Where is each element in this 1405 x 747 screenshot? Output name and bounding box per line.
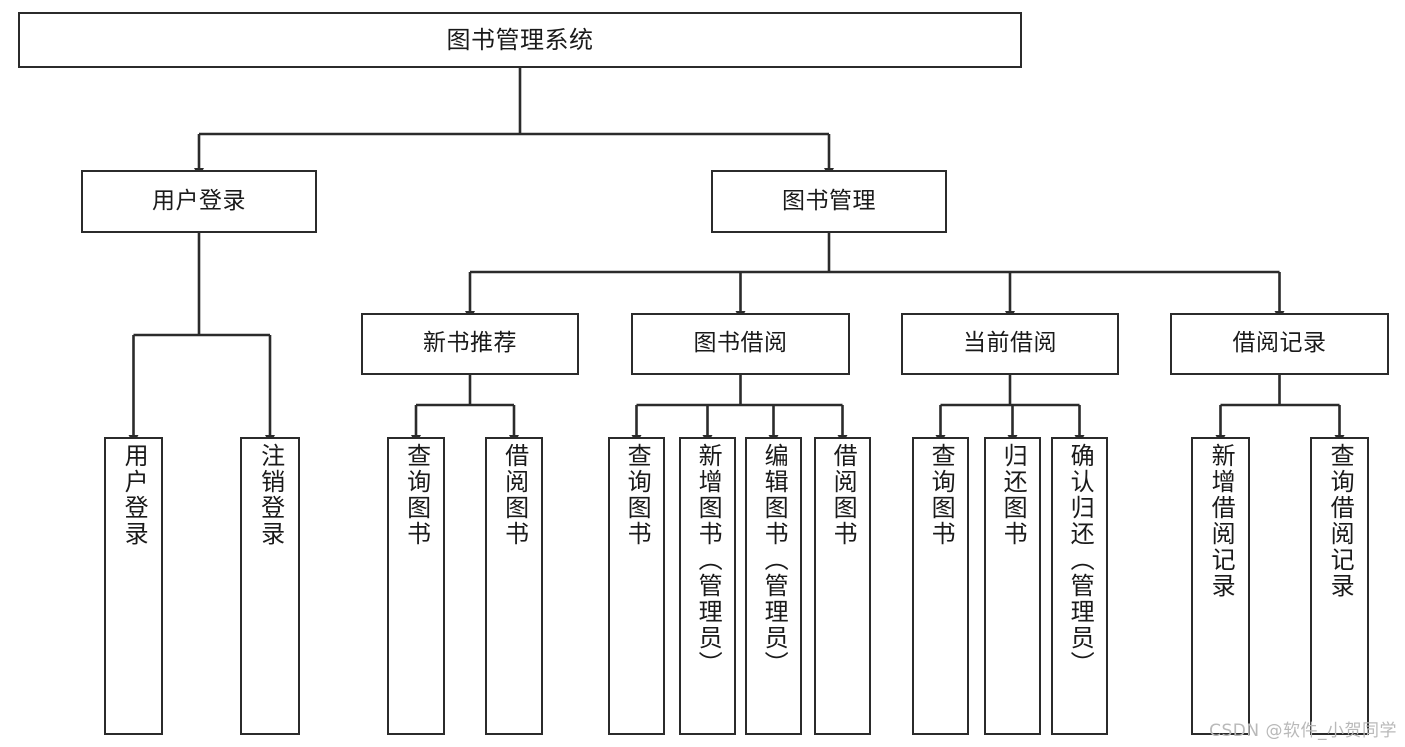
leaf-add-book-admin[interactable]: 新增图书（管理员） <box>679 437 736 735</box>
leaf-confirm-return-admin[interactable]: 确认归还（管理员） <box>1051 437 1108 735</box>
node-user-login[interactable]: 用户登录 <box>81 170 317 233</box>
leaf-return-book[interactable]: 归还图书 <box>984 437 1041 735</box>
node-label: 归还图书 <box>999 443 1028 547</box>
node-book-management[interactable]: 图书管理 <box>711 170 947 233</box>
node-current-borrow[interactable]: 当前借阅 <box>901 313 1119 375</box>
node-label: 查询图书 <box>402 443 431 547</box>
node-label: 查询图书 <box>927 443 956 547</box>
node-label: 确认归还（管理员） <box>1066 443 1095 677</box>
node-label: 当前借阅 <box>963 330 1057 357</box>
node-label: 新书推荐 <box>423 330 517 357</box>
node-label: 借阅记录 <box>1232 330 1327 357</box>
node-root[interactable]: 图书管理系统 <box>18 12 1022 68</box>
node-label: 用户登录 <box>152 187 246 214</box>
watermark: CSDN @软件_小贺同学 <box>1209 721 1397 741</box>
node-borrow-record[interactable]: 借阅记录 <box>1170 313 1389 375</box>
node-label: 编辑图书（管理员） <box>760 443 789 677</box>
leaf-borrow-book[interactable]: 借阅图书 <box>814 437 871 735</box>
leaf-query-book-current[interactable]: 查询图书 <box>912 437 969 735</box>
leaf-edit-book-admin[interactable]: 编辑图书（管理员） <box>745 437 802 735</box>
node-label: 新增借阅记录 <box>1207 443 1236 599</box>
node-book-borrow[interactable]: 图书借阅 <box>631 313 850 375</box>
node-label: 新增图书（管理员） <box>694 443 723 677</box>
node-label: 用户登录 <box>120 443 149 547</box>
node-label: 图书借阅 <box>693 330 788 357</box>
leaf-borrow-book-recommend[interactable]: 借阅图书 <box>485 437 543 735</box>
leaf-add-borrow-record[interactable]: 新增借阅记录 <box>1191 437 1250 735</box>
node-label: 图书管理系统 <box>446 25 594 54</box>
node-label: 查询图书 <box>623 443 652 547</box>
node-label: 查询借阅记录 <box>1326 443 1355 599</box>
node-label: 图书管理 <box>782 187 876 214</box>
leaf-logout[interactable]: 注销登录 <box>240 437 300 735</box>
node-label: 借阅图书 <box>500 443 529 547</box>
node-label: 借阅图书 <box>829 443 858 547</box>
node-new-book-recommend[interactable]: 新书推荐 <box>361 313 579 375</box>
leaf-query-book-borrow[interactable]: 查询图书 <box>608 437 665 735</box>
leaf-user-login[interactable]: 用户登录 <box>104 437 163 735</box>
leaf-query-borrow-record[interactable]: 查询借阅记录 <box>1310 437 1369 735</box>
leaf-query-book-recommend[interactable]: 查询图书 <box>387 437 445 735</box>
node-label: 注销登录 <box>256 443 285 547</box>
